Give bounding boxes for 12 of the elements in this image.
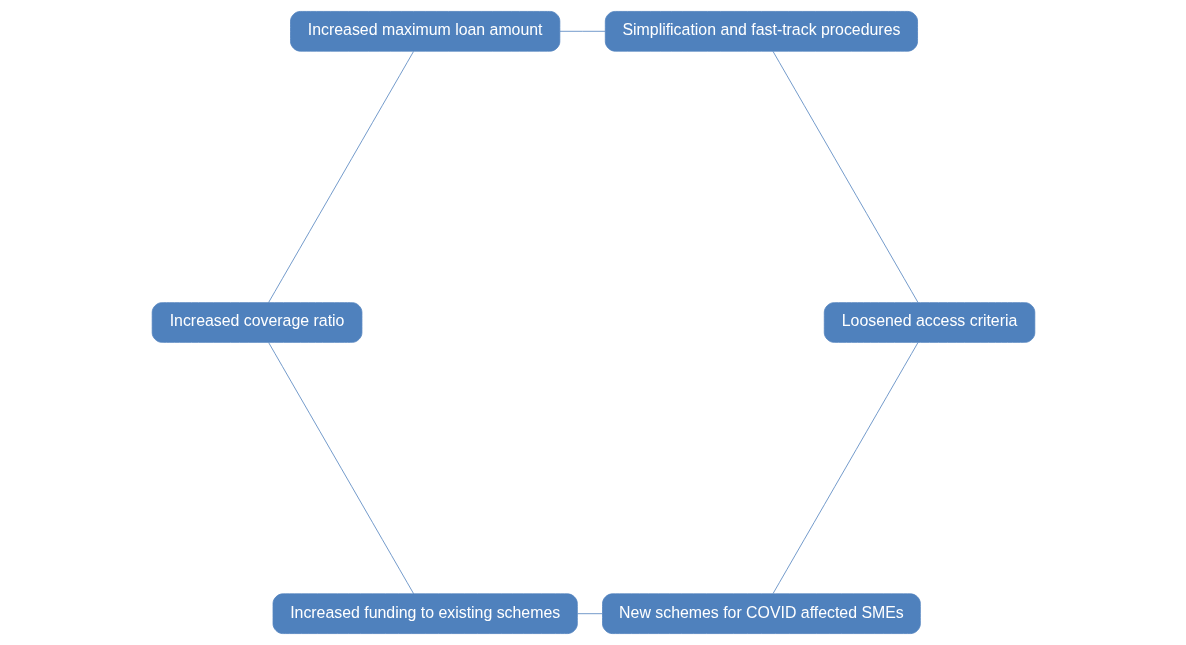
connector — [267, 51, 414, 303]
node-box: Increased funding to existing schemes — [272, 593, 578, 634]
connector — [772, 50, 918, 303]
connector — [576, 613, 603, 615]
connector — [559, 30, 606, 32]
node-box: Simplification and fast-track procedures — [604, 11, 918, 52]
node-box: Increased coverage ratio — [151, 302, 362, 343]
connector — [267, 342, 414, 595]
connector — [772, 342, 918, 594]
node-box: New schemes for COVID affected SMEs — [601, 593, 921, 634]
node-box: Loosened access criteria — [823, 302, 1035, 343]
node-box: Increased maximum loan amount — [289, 11, 560, 52]
